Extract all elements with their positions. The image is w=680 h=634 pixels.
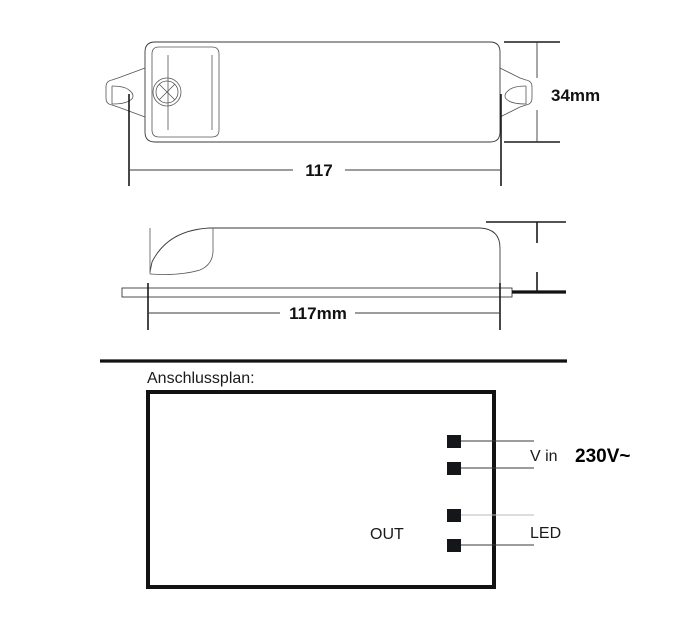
vin-label: V in bbox=[530, 448, 558, 465]
voltage-label: 230V~ bbox=[575, 446, 630, 467]
dimension-length-117mm bbox=[147, 283, 501, 330]
terminal-block-1[interactable] bbox=[447, 435, 461, 448]
wiring-diagram-group bbox=[146, 390, 534, 589]
side-base-plate bbox=[121, 287, 513, 298]
dimension-label-34mm: 34mm bbox=[551, 86, 600, 105]
wiring-enclosure-box bbox=[146, 390, 496, 589]
dimension-label-117mm: 117mm bbox=[289, 304, 347, 323]
terminal-block-4[interactable] bbox=[447, 539, 461, 552]
terminal-block-2[interactable] bbox=[447, 462, 461, 475]
dimension-label-117: 117 bbox=[305, 161, 332, 180]
device-body-outline bbox=[144, 41, 501, 143]
side-profile-left-upper-arc bbox=[149, 227, 211, 273]
led-label: LED bbox=[530, 525, 561, 542]
wiring-heading: Anschlussplan: bbox=[147, 370, 255, 387]
side-left-vent-detail bbox=[149, 228, 214, 275]
dimension-length-117 bbox=[128, 94, 502, 186]
mount-tab-left bbox=[105, 67, 146, 118]
out-label: OUT bbox=[370, 526, 404, 543]
mount-tab-right bbox=[499, 67, 533, 118]
dimension-side-height bbox=[486, 221, 566, 294]
screw-icon bbox=[152, 77, 182, 107]
device-inner-plate bbox=[151, 46, 220, 138]
terminal-block-3[interactable] bbox=[447, 509, 461, 522]
side-profile-top bbox=[210, 227, 501, 288]
side-view-group bbox=[121, 221, 566, 330]
dimension-height-34mm bbox=[504, 41, 560, 143]
top-view-group bbox=[105, 41, 560, 186]
